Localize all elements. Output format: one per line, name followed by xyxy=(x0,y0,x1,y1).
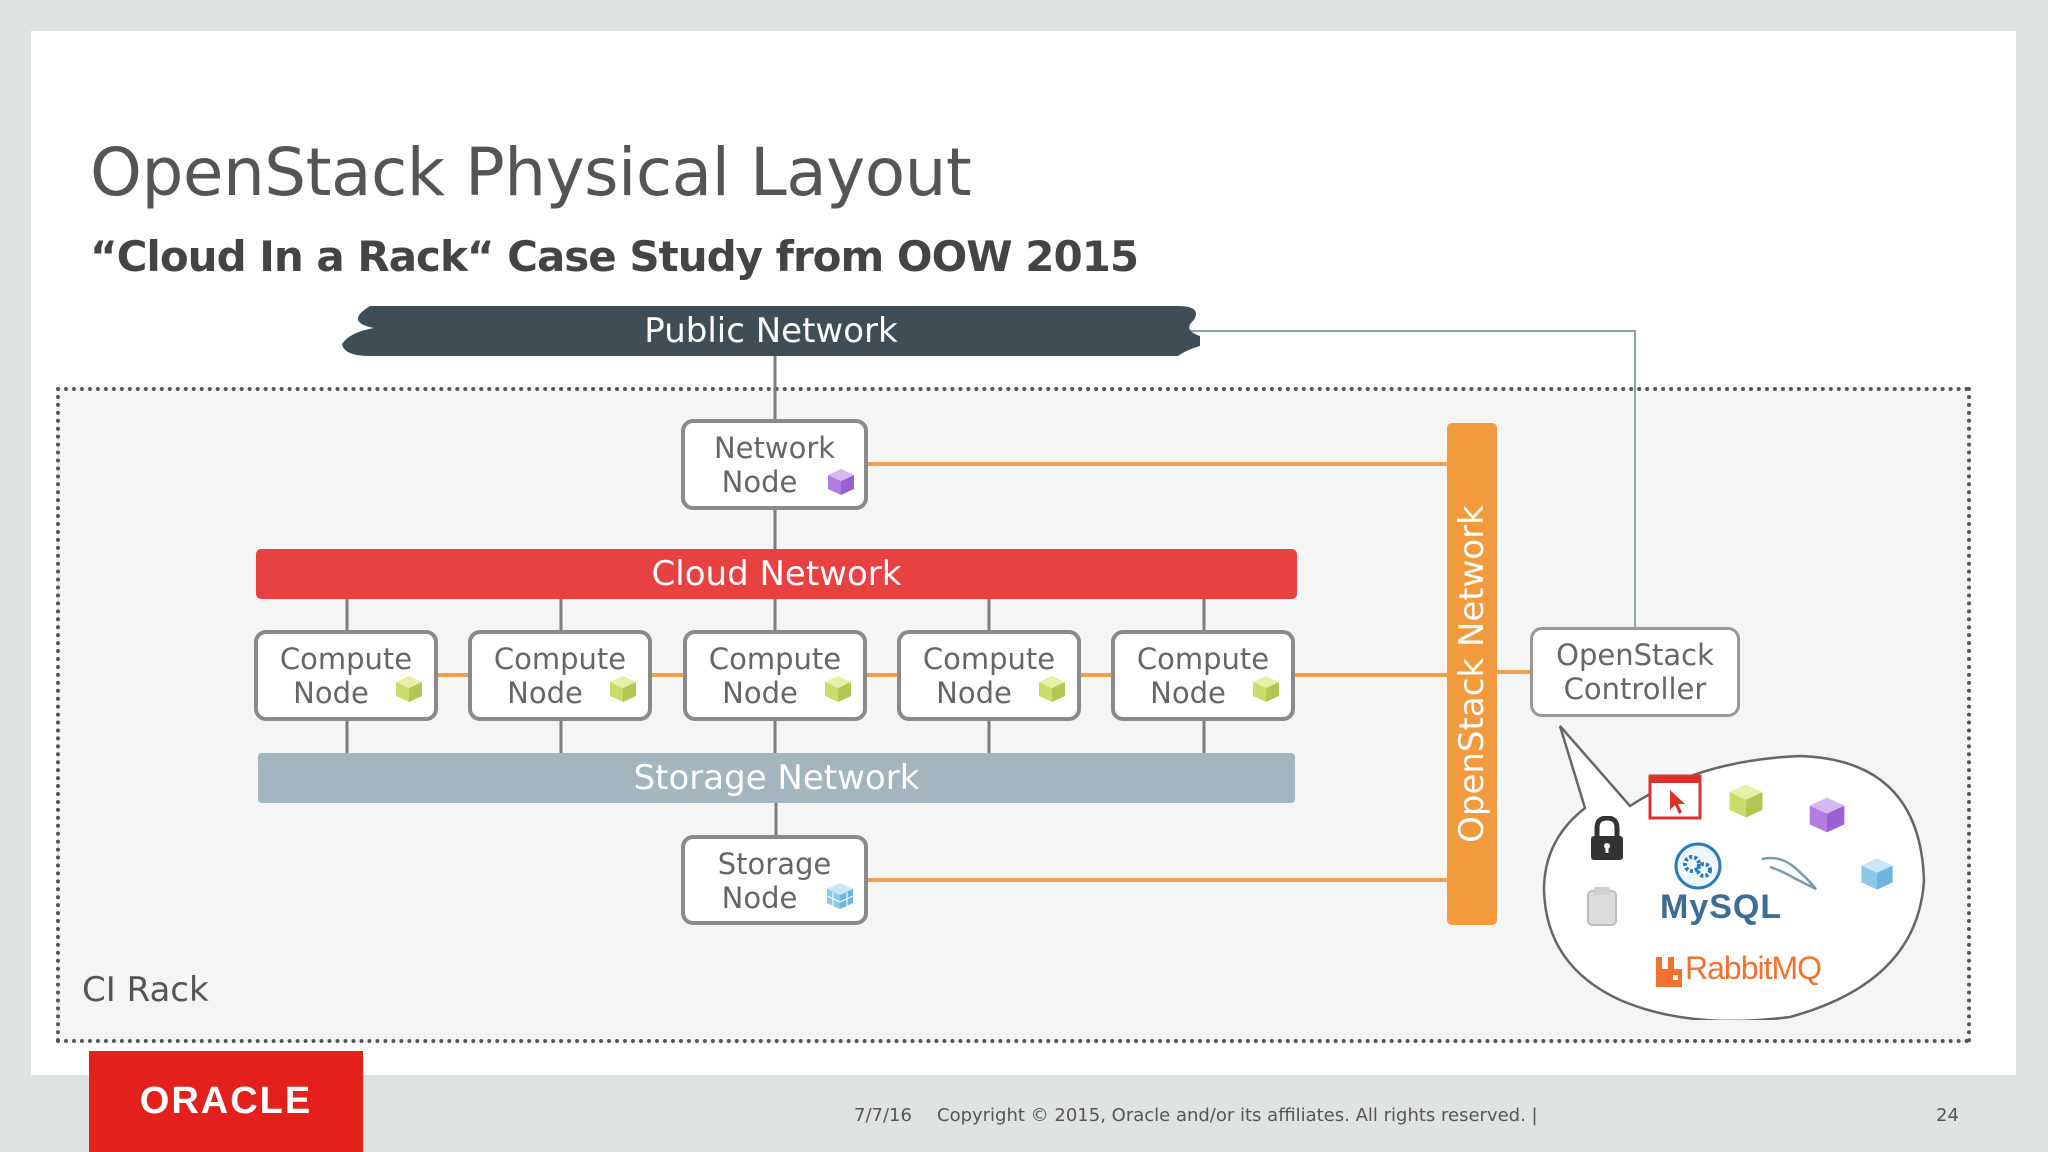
rabbitmq-icon xyxy=(1656,957,1682,987)
network-node[interactable]: Network Node xyxy=(681,419,868,510)
gears-icon xyxy=(1674,842,1722,890)
compute-node[interactable]: Compute Node xyxy=(468,630,652,721)
storage-node-line2: Node xyxy=(721,881,798,915)
compute-node-line1: Compute xyxy=(279,642,413,676)
storage-node-line1: Storage xyxy=(717,847,832,881)
compute-node[interactable]: Compute Node xyxy=(683,630,867,721)
oracle-logo: ORACLE xyxy=(89,1051,363,1152)
compute-cube-icon xyxy=(396,676,422,702)
footer-date: 7/7/16 xyxy=(854,1105,912,1126)
slide-subtitle: “Cloud In a Rack“ Case Study from OOW 20… xyxy=(90,232,1139,281)
compute-node-line1: Compute xyxy=(1136,642,1270,676)
compute-cube-icon xyxy=(825,676,851,702)
network-node-line2: Node xyxy=(721,465,798,499)
compute-node-line1: Compute xyxy=(708,642,842,676)
page-number: 24 xyxy=(1936,1105,1959,1126)
dashboard-icon xyxy=(1648,774,1702,820)
network-cube-icon xyxy=(828,469,854,495)
compute-node[interactable]: Compute Node xyxy=(897,630,1081,721)
public-network-label: Public Network xyxy=(644,311,898,351)
compute-node-line2: Node xyxy=(507,676,583,710)
compute-cube-icon xyxy=(1729,784,1763,818)
compute-cube-icon xyxy=(1039,676,1065,702)
openstack-network-label: OpenStack Network xyxy=(1452,505,1492,843)
storage-cube-icon xyxy=(826,883,854,909)
compute-cube-icon xyxy=(1253,676,1279,702)
dolphin-icon xyxy=(1761,856,1817,891)
controller-line2: Controller xyxy=(1563,672,1707,706)
compute-cube-icon xyxy=(610,676,636,702)
compute-node-line1: Compute xyxy=(922,642,1056,676)
compute-node[interactable]: Compute Node xyxy=(1111,630,1295,721)
ci-rack-label: CI Rack xyxy=(82,970,209,1010)
public-to-controller-line xyxy=(1185,330,1636,627)
controller-line1: OpenStack xyxy=(1556,638,1714,672)
storage-cube-icon xyxy=(1861,858,1893,890)
openstack-controller[interactable]: OpenStack Controller xyxy=(1530,627,1740,717)
compute-node-line2: Node xyxy=(936,676,1012,710)
public-network-banner xyxy=(342,306,1200,356)
rabbitmq-logo: RabbitMQ xyxy=(1685,950,1822,986)
slide-title: OpenStack Physical Layout xyxy=(90,134,972,211)
cloud-network-bar: Cloud Network xyxy=(256,549,1297,599)
network-node-line1: Network xyxy=(713,431,836,465)
keystone-icon xyxy=(1587,887,1617,926)
footer-copyright: Copyright © 2015, Oracle and/or its affi… xyxy=(937,1105,1538,1126)
storage-node[interactable]: Storage Node xyxy=(681,835,868,925)
network-cube-icon xyxy=(1809,797,1845,833)
compute-node-line1: Compute xyxy=(493,642,627,676)
lock-icon xyxy=(1591,816,1623,860)
compute-node-line2: Node xyxy=(722,676,798,710)
compute-node-line2: Node xyxy=(1150,676,1226,710)
openstack-network-bar: OpenStack Network xyxy=(1447,423,1497,925)
compute-node[interactable]: Compute Node xyxy=(254,630,438,721)
mysql-logo: MySQL xyxy=(1660,888,1783,926)
storage-network-bar: Storage Network xyxy=(258,753,1295,803)
compute-node-line2: Node xyxy=(293,676,369,710)
